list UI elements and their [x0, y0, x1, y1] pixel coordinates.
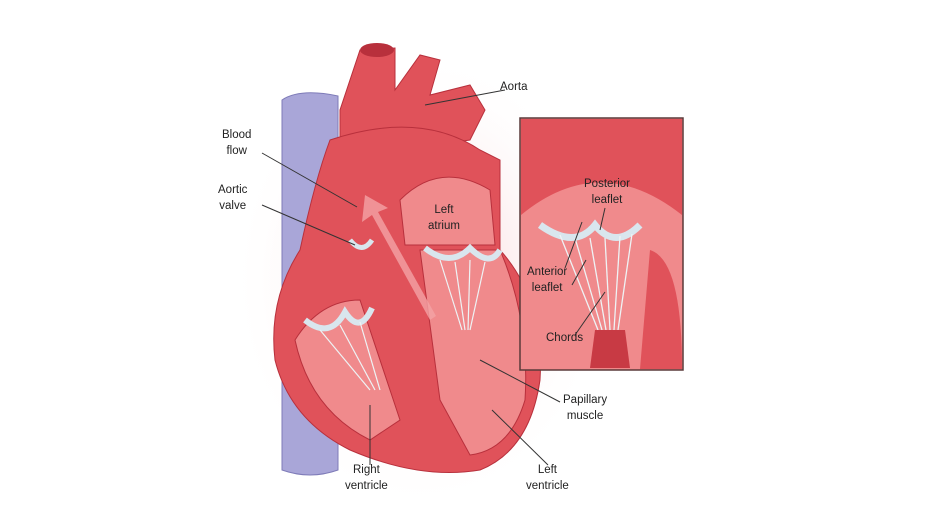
aorta-opening [360, 43, 394, 57]
tricuspid-valve [303, 306, 375, 332]
mitral-valve [423, 243, 503, 262]
label-chords: Chords [546, 332, 584, 344]
chordae [319, 259, 486, 391]
left-ventricle-chamber [419, 249, 527, 456]
left-atrium-chamber [399, 176, 496, 246]
mitral-valve-inset [519, 117, 684, 371]
blood-flow-arrow [362, 195, 436, 320]
label-aorta: Aorta [500, 81, 528, 93]
leader-lines [261, 89, 606, 466]
aortic-valve-shape [348, 238, 375, 250]
